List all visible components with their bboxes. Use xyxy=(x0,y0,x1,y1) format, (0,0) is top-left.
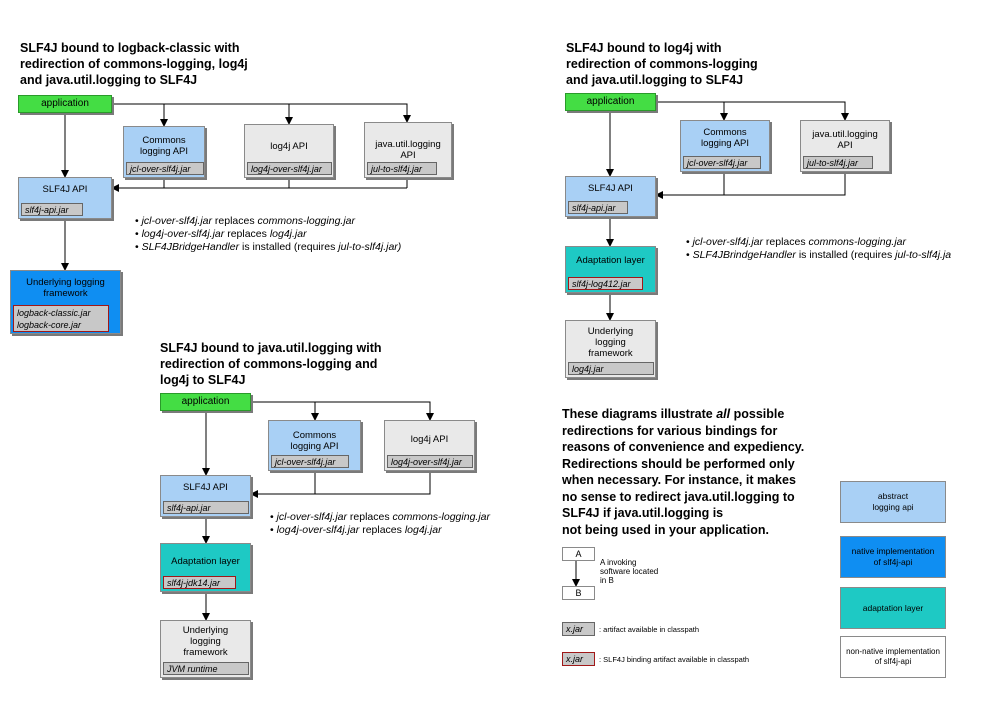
diagram2-log4j-label: log4j API xyxy=(410,434,449,445)
diagram2-commons-label: Commons logging API xyxy=(290,430,339,452)
diagram1-underlying-jar: logback-classic.jar logback-core.jar xyxy=(13,305,109,332)
diagram2-bullets: • jcl-over-slf4j.jar replaces commons-lo… xyxy=(270,511,490,537)
diagram1-slf4j-label: SLF4J API xyxy=(42,184,88,195)
diagram1-underlying-label: Underlying logging framework xyxy=(26,277,105,299)
legend-plain-jar-text: : artifact available in classpath xyxy=(599,625,700,634)
diagram1-log4j-box: log4j API log4j-over-slf4j.jar xyxy=(244,124,334,178)
diagram2-commons-logging-box: Commons logging API jcl-over-slf4j.jar xyxy=(268,420,361,471)
diagram1-application-box: application xyxy=(18,95,112,113)
diagram1-jul-jar: jul-to-slf4j.jar xyxy=(367,162,437,175)
diagram3-adaptation-jar: slf4j-log412.jar xyxy=(568,277,643,290)
diagram3-bullets: • jcl-over-slf4j.jar replaces commons-lo… xyxy=(686,236,951,262)
legend-box-b: B xyxy=(562,586,595,600)
legend-plain-jar: x.jar xyxy=(562,622,595,636)
diagram1-underlying-jar2: logback-core.jar xyxy=(17,320,82,330)
diagram2-underlying-jar: JVM runtime xyxy=(163,662,249,675)
diagram1-jul-box: java.util.logging API jul-to-slf4j.jar xyxy=(364,122,452,178)
diagram2-adaptation-layer-box: Adaptation layer slf4j-jdk14.jar xyxy=(160,543,251,592)
diagram1-bullets: • jcl-over-slf4j.jar replaces commons-lo… xyxy=(135,215,401,254)
diagram3-jul-box: java.util.logging API jul-to-slf4j.jar xyxy=(800,120,890,172)
diagram2-adaptation-label: Adaptation layer xyxy=(171,556,240,567)
diagram3-jul-jar: jul-to-slf4j.jar xyxy=(803,156,873,169)
diagram1-bullet-2: • log4j-over-slf4j.jar replaces log4j.ja… xyxy=(135,228,307,240)
diagram3-title: SLF4J bound to log4j with redirection of… xyxy=(566,41,758,87)
diagram1-bullet-3: • SLF4JBridgeHandler is installed (requi… xyxy=(135,241,402,253)
diagram2-application-box: application xyxy=(160,393,251,411)
diagram2-slf4j-api-box: SLF4J API slf4j-api.jar xyxy=(160,475,251,517)
explanation-note: These diagrams illustrate all possible r… xyxy=(562,407,805,537)
diagram3-slf4j-label: SLF4J API xyxy=(588,183,633,194)
diagram3-slf4j-jar: slf4j-api.jar xyxy=(568,201,628,214)
legend-non-native-impl: non-native implementation of slf4j-api xyxy=(840,636,946,678)
diagram3-adaptation-layer-box: Adaptation layer slf4j-log412.jar xyxy=(565,246,656,293)
diagram1-underlying-framework-box: Underlying logging framework logback-cla… xyxy=(10,270,121,334)
diagram1-slf4j-jar: slf4j-api.jar xyxy=(21,203,83,216)
diagram3-underlying-jar: log4j.jar xyxy=(568,362,654,375)
diagram2-slf4j-label: SLF4J API xyxy=(183,482,228,493)
diagram3-underlying-framework-box: Underlying logging framework log4j.jar xyxy=(565,320,656,378)
legend-binding-jar-text: : SLF4J binding artifact available in cl… xyxy=(599,655,750,664)
legend-box-a: A xyxy=(562,547,595,561)
diagram1-underlying-jar1: logback-classic.jar xyxy=(17,308,91,318)
diagram2-underlying-framework-box: Underlying logging framework JVM runtime xyxy=(160,620,251,678)
diagram1-commons-logging-box: Commons logging API jcl-over-slf4j.jar xyxy=(123,126,205,178)
diagram3-commons-logging-box: Commons logging API jcl-over-slf4j.jar xyxy=(680,120,770,172)
diagram3-commons-label: Commons logging API xyxy=(700,127,750,149)
legend-invoke-text: A invoking software located in B xyxy=(600,558,659,585)
diagram1-title: SLF4J bound to logback-classic with redi… xyxy=(20,41,248,87)
diagram2-slf4j-jar: slf4j-api.jar xyxy=(163,501,249,514)
diagram2-bullet-1: • jcl-over-slf4j.jar replaces commons-lo… xyxy=(270,511,490,523)
diagram3-slf4j-api-box: SLF4J API slf4j-api.jar xyxy=(565,176,656,217)
diagram1-log4j-label: log4j API xyxy=(270,141,308,152)
diagram3-commons-jar: jcl-over-slf4j.jar xyxy=(683,156,761,169)
diagram3-jul-label: java.util.logging API xyxy=(812,129,878,151)
diagram1-bullet-1: • jcl-over-slf4j.jar replaces commons-lo… xyxy=(135,215,355,227)
diagram1-log4j-jar: log4j-over-slf4j.jar xyxy=(247,162,332,175)
legend-adaptation-layer: adaptation layer xyxy=(840,587,946,629)
diagram3-underlying-label: Underlying logging framework xyxy=(587,326,634,359)
diagram2-log4j-jar: log4j-over-slf4j.jar xyxy=(387,455,473,468)
legend-abstract-api: abstract logging api xyxy=(840,481,946,523)
diagram1-commons-label: Commons logging API xyxy=(139,135,189,157)
diagram2-log4j-box: log4j API log4j-over-slf4j.jar xyxy=(384,420,475,471)
diagram2-adaptation-jar: slf4j-jdk14.jar xyxy=(163,576,236,589)
diagram3-adaptation-label: Adaptation layer xyxy=(576,255,645,266)
diagram2-title: SLF4J bound to java.util.logging with re… xyxy=(160,341,382,387)
diagram2-underlying-label: Underlying logging framework xyxy=(182,625,229,658)
diagram3-bullet-1: • jcl-over-slf4j.jar replaces commons-lo… xyxy=(686,236,906,248)
diagram1-slf4j-api-box: SLF4J API slf4j-api.jar xyxy=(18,177,112,219)
legend-native-impl: native implementation of slf4j-api xyxy=(840,536,946,578)
diagram3-bullet-2: • SLF4JBrindgeHandler is installed (requ… xyxy=(686,249,952,261)
diagram2-commons-jar: jcl-over-slf4j.jar xyxy=(271,455,349,468)
diagram2-bullet-2: • log4j-over-slf4j.jar replaces log4j.ja… xyxy=(270,524,442,536)
diagram1-commons-jar: jcl-over-slf4j.jar xyxy=(126,162,204,175)
legend-binding-jar: x.jar xyxy=(562,652,595,666)
diagram1-jul-label: java.util.logging API xyxy=(375,139,441,161)
diagram3-application-box: application xyxy=(565,93,656,111)
